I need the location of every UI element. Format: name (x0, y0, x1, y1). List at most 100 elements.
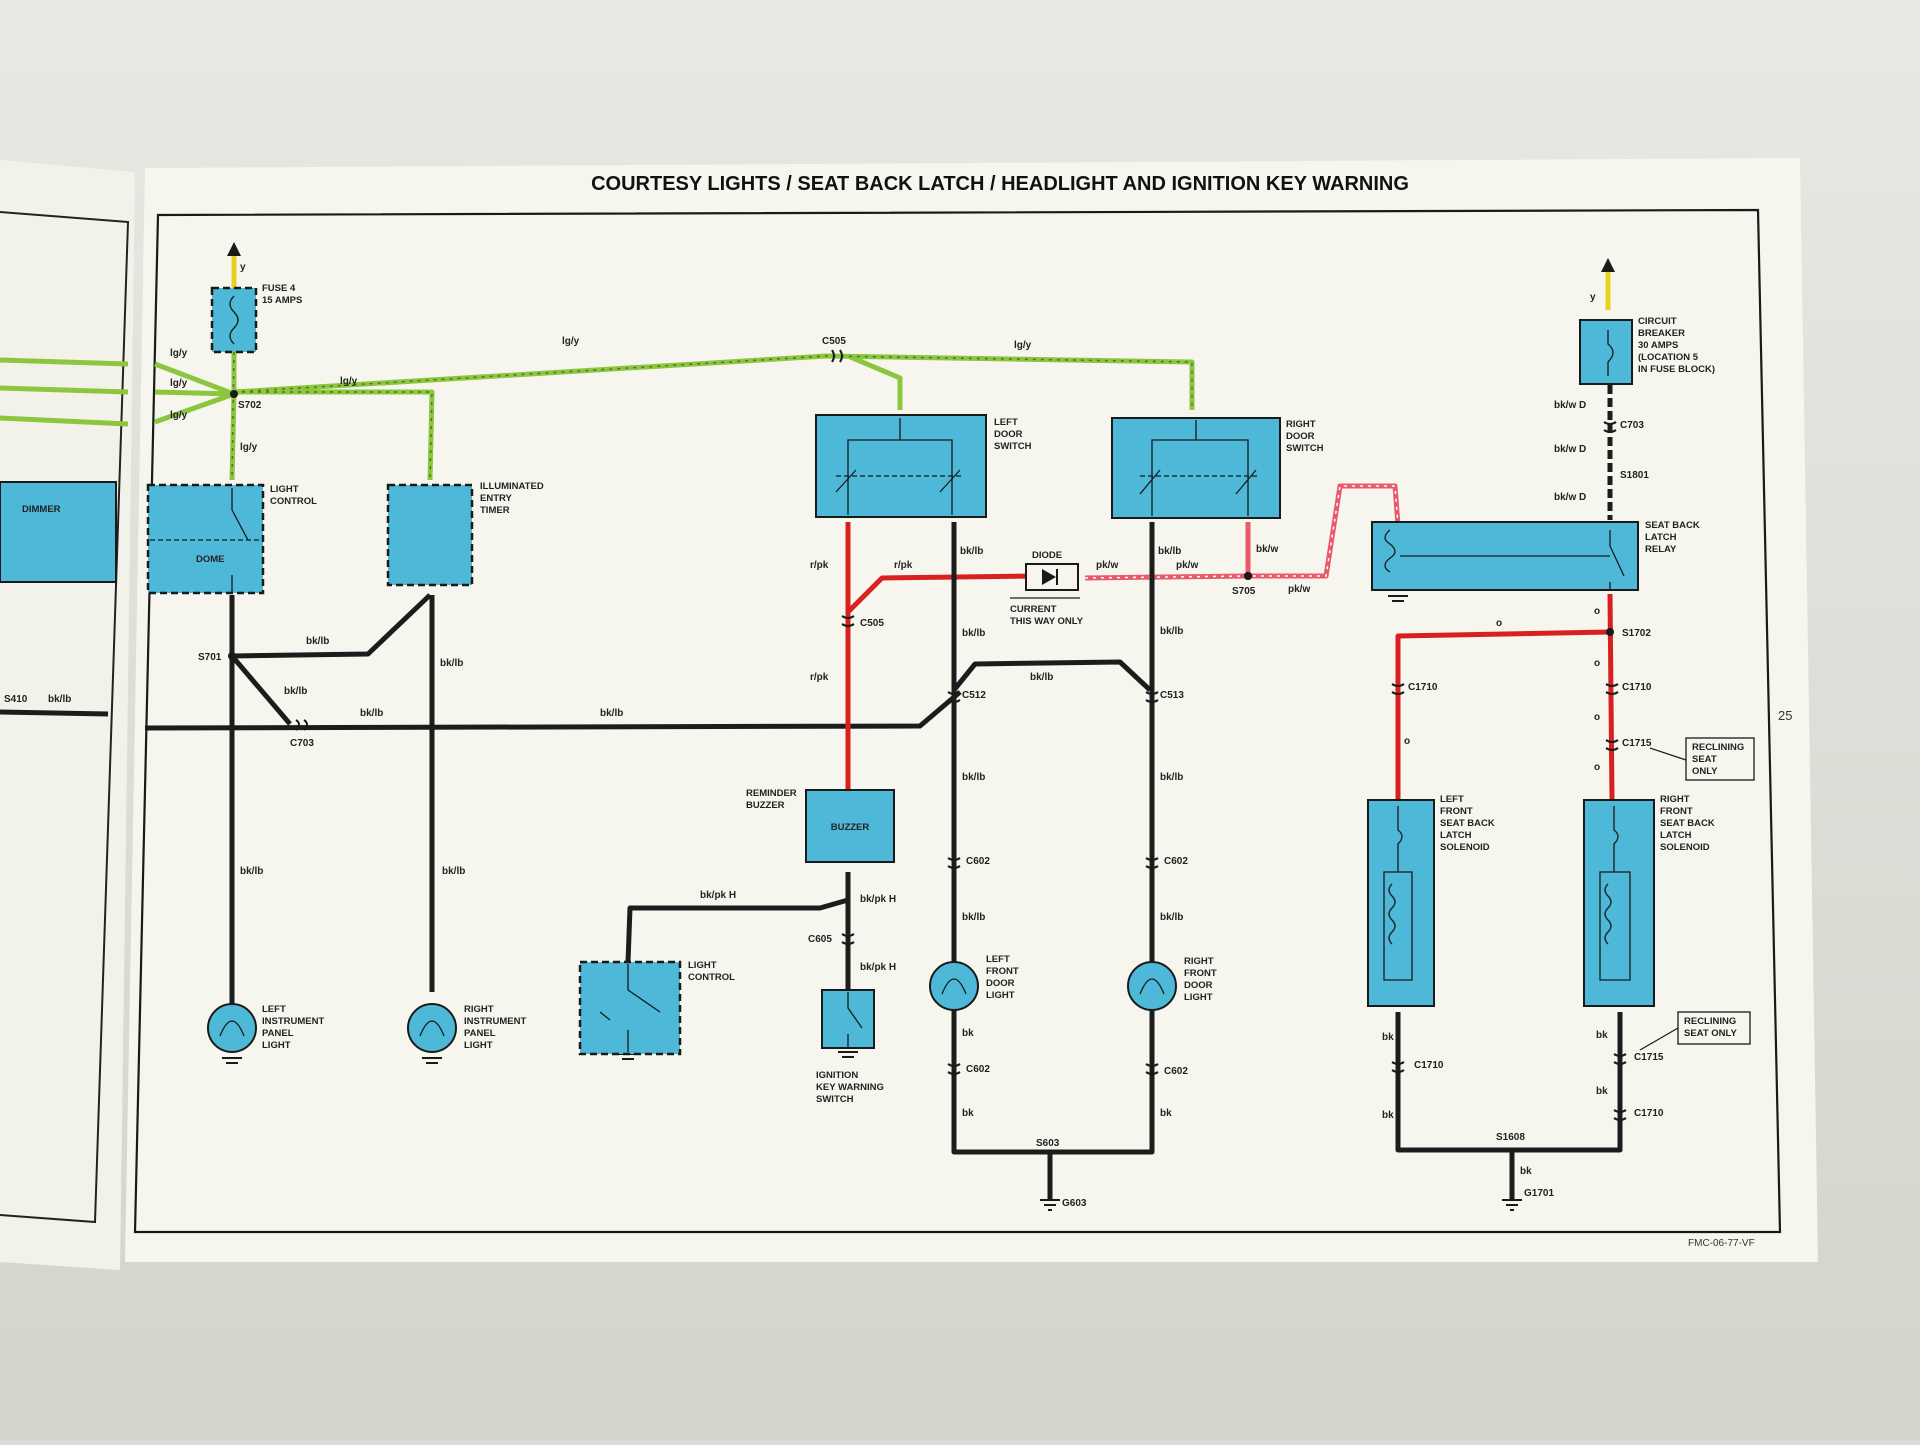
left-solenoid-line1: LEFT (1440, 794, 1464, 805)
feed-arrow-right (1601, 258, 1615, 272)
seat-back-relay-line1: SEAT BACK (1645, 520, 1700, 531)
bkwd-label-1: bk/w D (1554, 400, 1586, 411)
rpk-label-2: r/pk (894, 560, 913, 571)
right-solenoid-line5: SOLENOID (1660, 842, 1710, 853)
ignition-switch-line2: KEY WARNING (816, 1082, 884, 1093)
right-solenoid-line3: SEAT BACK (1660, 818, 1715, 829)
dimmer-label: DIMMER (22, 504, 61, 515)
black-wire-left-section (144, 593, 962, 1010)
o-label-4: o (1594, 712, 1600, 723)
right-panel-light-line3: PANEL (464, 1028, 496, 1039)
light-control-top-block (146, 483, 265, 595)
c1710-c-label: C1710 (1414, 1060, 1444, 1071)
ignition-switch-contact (847, 992, 863, 1048)
ignition-switch-line3: SWITCH (816, 1094, 854, 1105)
bk-label-3: bk (1160, 1108, 1172, 1119)
s705-label: S705 (1232, 586, 1256, 597)
right-front-door-lamp (1127, 961, 1177, 1011)
left-door-switch-line2: DOOR (994, 429, 1023, 440)
lgy-label-7: lg/y (1014, 340, 1032, 351)
c602-b-label: C602 (1164, 856, 1188, 867)
o-label-5: o (1594, 762, 1600, 773)
g603-label: G603 (1062, 1198, 1087, 1209)
circuit-breaker-block (1579, 319, 1633, 385)
o-label-2: o (1594, 606, 1600, 617)
bklb-label-6: bk/lb (240, 866, 263, 877)
lgy-label-3: lg/y (170, 410, 188, 421)
s1608-label: S1608 (1496, 1132, 1525, 1143)
s702-splice (230, 390, 238, 398)
right-door-light-line2: FRONT (1184, 968, 1217, 979)
bklb-label-12: bk/lb (962, 912, 985, 923)
y-label-right: y (1590, 292, 1596, 303)
left-page-green-wire-3 (0, 415, 129, 427)
c1710-d-label: C1710 (1634, 1108, 1664, 1119)
left-door-light-line3: DOOR (986, 978, 1015, 989)
bk-label-7: bk (1596, 1086, 1608, 1097)
left-page-green-wire-1 (0, 357, 129, 367)
light-control-top-line1: LIGHT (270, 484, 299, 495)
right-door-switch-line2: DOOR (1286, 431, 1315, 442)
left-door-switch-line3: SWITCH (994, 441, 1032, 452)
left-page-border (0, 211, 130, 1224)
lgy-label-4: lg/y (240, 442, 258, 453)
bkpkh-label-1: bk/pk H (700, 890, 736, 901)
left-panel-light-line4: LIGHT (262, 1040, 291, 1051)
circuit-breaker-line2: BREAKER (1638, 328, 1685, 339)
s410-label: S410 (4, 694, 28, 705)
left-page-bklb-label: bk/lb (48, 694, 71, 705)
pkw-label-1: pk/w (1096, 560, 1118, 571)
circuit-breaker-element (1607, 330, 1614, 376)
reclining-note-1-pointer (1649, 747, 1687, 761)
red-wire-network (845, 483, 1615, 801)
right-instrument-panel-lamp (407, 1003, 457, 1053)
circuit-breaker-line4: (LOCATION 5 (1638, 352, 1699, 363)
right-solenoid-line4: LATCH (1660, 830, 1692, 841)
seat-back-relay-coil (1384, 529, 1610, 573)
rpk-label-3: r/pk (810, 672, 829, 683)
left-page-black-wire (0, 709, 109, 717)
c703-left-label: C703 (290, 738, 314, 749)
bkwd-label-3: bk/w D (1554, 492, 1586, 503)
fuse4-element (229, 295, 239, 345)
lgy-label-1: lg/y (170, 348, 188, 359)
right-solenoid-coil (1599, 806, 1631, 981)
diode-note-line1: CURRENT (1010, 604, 1057, 615)
y-label-left: y (240, 262, 246, 273)
right-solenoid-block (1583, 799, 1655, 1007)
bklb-label-5: bk/lb (600, 708, 623, 719)
right-panel-light-line2: INSTRUMENT (464, 1016, 526, 1027)
bklb-label-8: bk/lb (960, 546, 983, 557)
bk-label-2: bk (962, 1108, 974, 1119)
left-solenoid-block (1367, 799, 1435, 1007)
s1702-splice (1606, 628, 1614, 636)
bkwd-label-2: bk/w D (1554, 444, 1586, 455)
s702-label: S702 (238, 400, 262, 411)
left-door-switch-contacts (835, 418, 961, 515)
left-door-switch-line1: LEFT (994, 417, 1018, 428)
right-door-switch-line3: SWITCH (1286, 443, 1324, 454)
s1801-label: S1801 (1620, 470, 1649, 481)
dimmer-block (0, 481, 117, 583)
reminder-buzzer-line2: BUZZER (746, 800, 785, 811)
entry-timer-block (386, 483, 474, 587)
left-door-light-line4: LIGHT (986, 990, 1015, 1001)
o-label-3: o (1594, 658, 1600, 669)
fuse4-line1: FUSE 4 (262, 283, 296, 294)
left-panel-light-line3: PANEL (262, 1028, 294, 1039)
left-solenoid-line5: SOLENOID (1440, 842, 1490, 853)
circuit-breaker-line5: IN FUSE BLOCK) (1638, 364, 1715, 375)
c1710-a-label: C1710 (1408, 682, 1438, 693)
light-control-top-switch (231, 488, 249, 592)
bklb-label-1: bk/lb (306, 636, 329, 647)
bklb-label-7: bk/lb (442, 866, 465, 877)
right-door-light-line3: DOOR (1184, 980, 1213, 991)
s701-splice (228, 652, 236, 660)
bklb-label-9: bk/lb (962, 628, 985, 639)
pkw-label-2: pk/w (1176, 560, 1198, 571)
right-door-light-line4: LIGHT (1184, 992, 1213, 1003)
bklb-label-11: bk/lb (962, 772, 985, 783)
bklb-label-2: bk/lb (440, 658, 463, 669)
c1715-b-label: C1715 (1634, 1052, 1664, 1063)
